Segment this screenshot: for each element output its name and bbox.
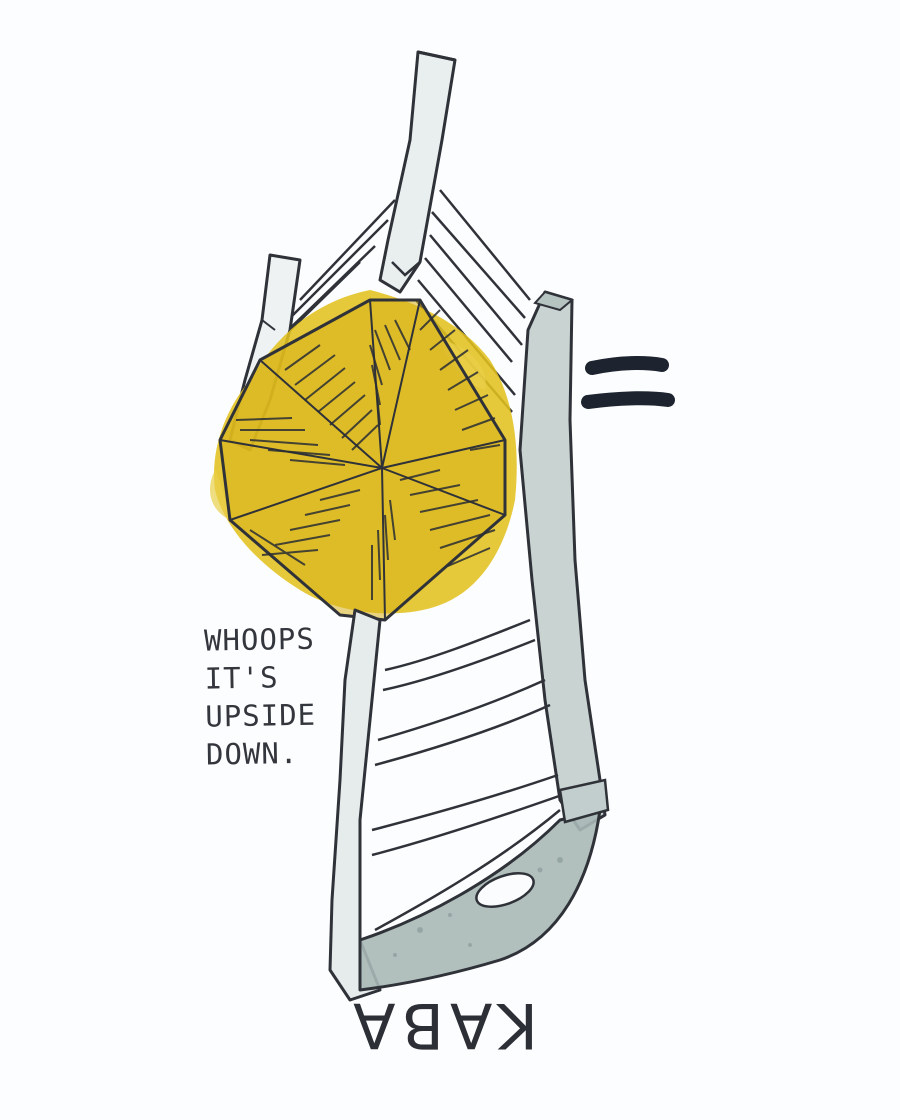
- chair-name-label: KABA: [347, 989, 538, 1062]
- note-line-3: UPSIDE: [205, 697, 317, 734]
- chair-lower-frame: [328, 608, 610, 1002]
- note-line-2: IT'S: [204, 660, 279, 696]
- note-line-1: WHOOPS: [203, 621, 316, 658]
- chair-leg-top: [378, 50, 457, 294]
- note-line-4: DOWN.: [205, 735, 299, 772]
- handwritten-note: WHOOPS IT'S UPSIDE DOWN.: [204, 618, 387, 773]
- equals-sign-icon: [581, 356, 675, 409]
- woven-rush-seat-icon: [218, 298, 507, 622]
